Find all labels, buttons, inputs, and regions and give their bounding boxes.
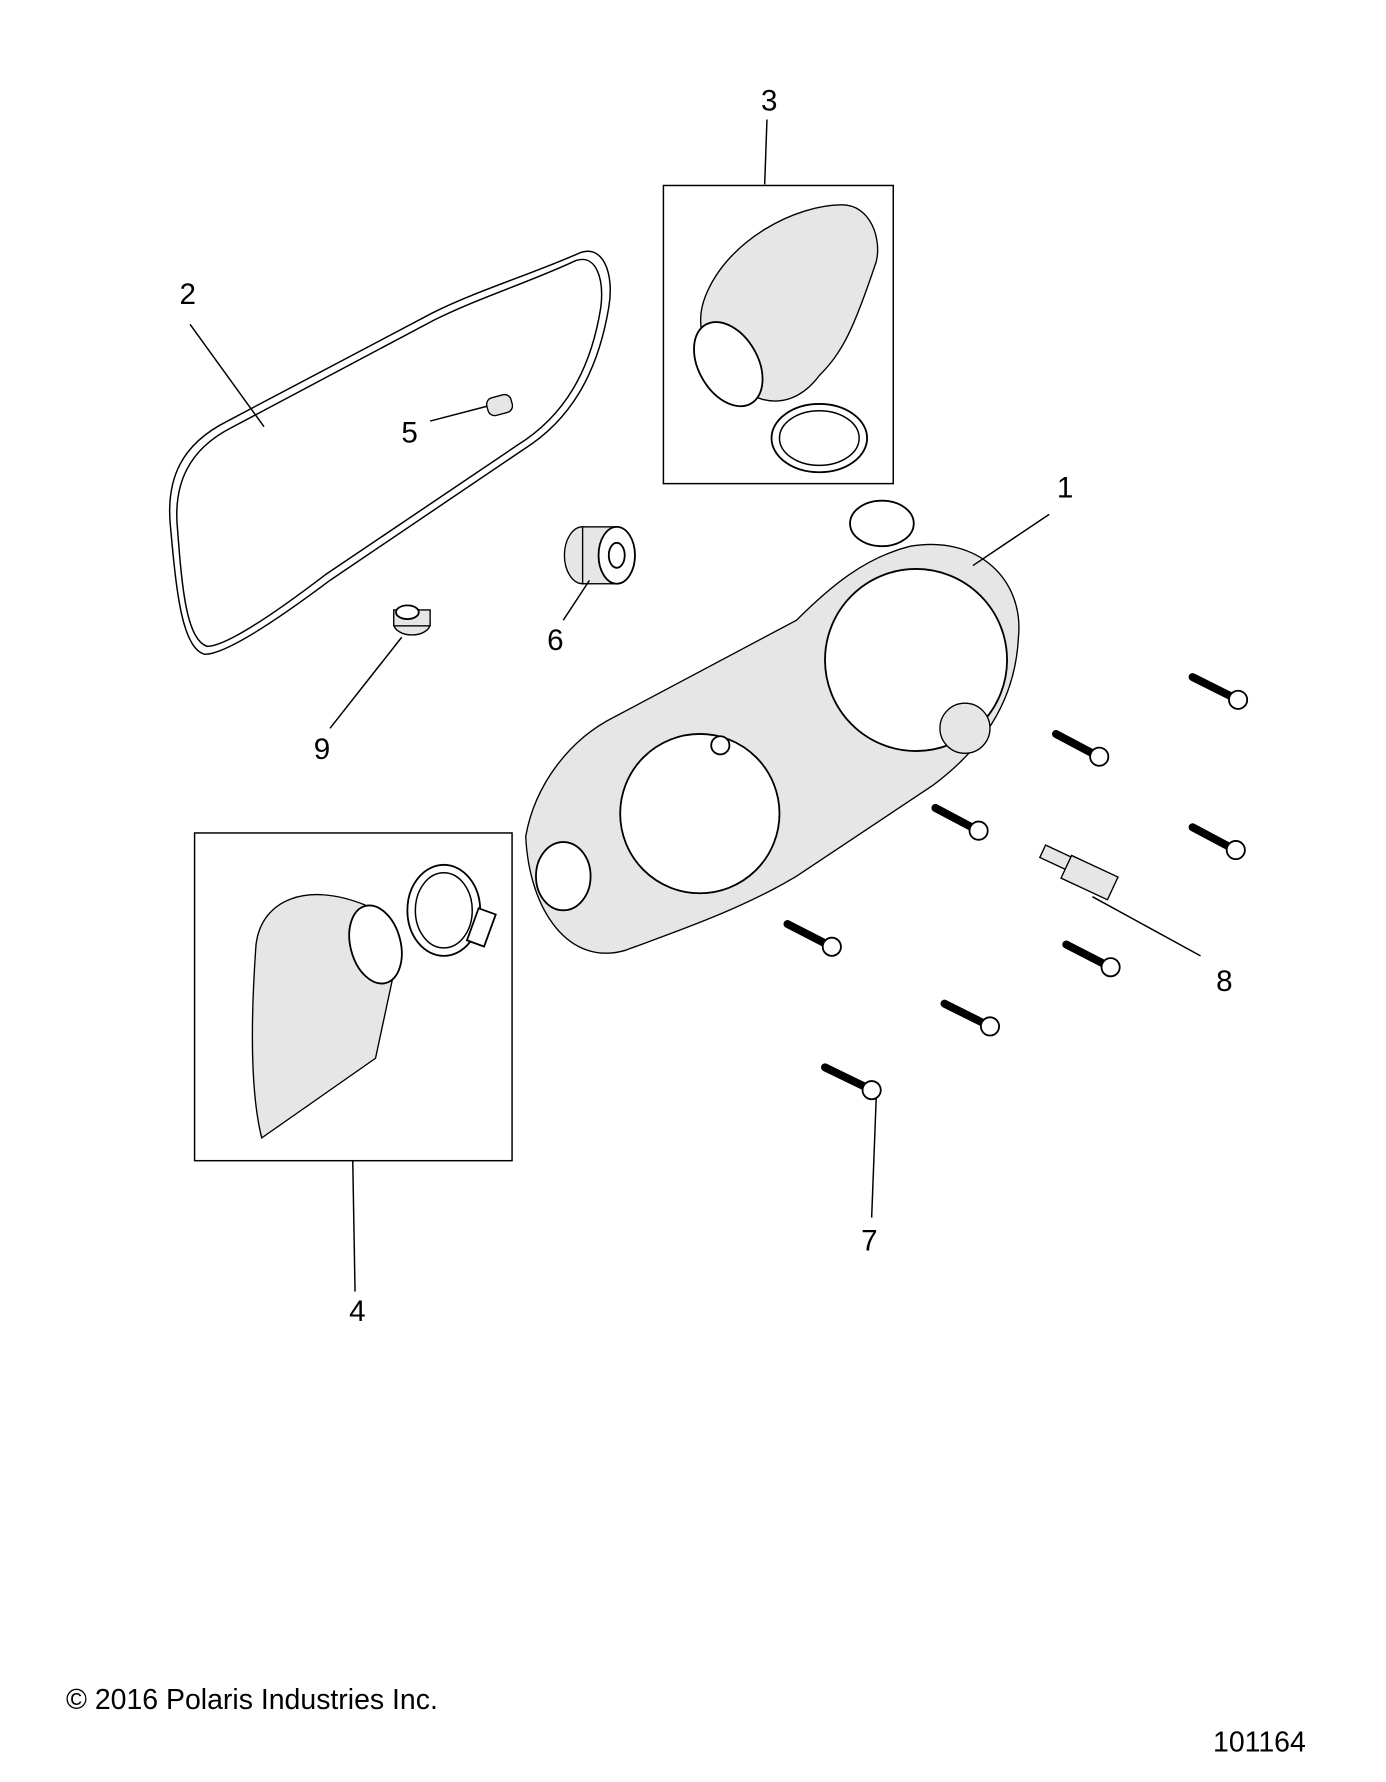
callout-9: 9: [314, 733, 330, 766]
leader-lines: [189, 119, 1201, 1292]
standoff: [1038, 844, 1119, 901]
callout-2: 2: [180, 278, 196, 311]
copyright-text: © 2016 Polaris Industries Inc.: [66, 1684, 438, 1716]
callout-5: 5: [401, 417, 417, 450]
callout-3: 3: [761, 84, 777, 117]
bushing: [393, 604, 431, 636]
callout-7: 7: [861, 1225, 877, 1258]
callout-8: 8: [1216, 965, 1232, 998]
kit-box-3: [662, 184, 895, 485]
dowel-pin: [485, 393, 514, 417]
callout-4: 4: [349, 1295, 365, 1328]
bolts: [783, 673, 1249, 1101]
callout-6: 6: [547, 624, 563, 657]
bearing: [563, 525, 636, 585]
callout-1: 1: [1057, 471, 1073, 504]
intake-duct-lower: [251, 863, 497, 1140]
gasket: [169, 250, 611, 656]
clutch-cover: [525, 499, 1020, 954]
intake-duct-upper: [693, 204, 879, 474]
drawing-number: 101164: [1213, 1726, 1306, 1758]
